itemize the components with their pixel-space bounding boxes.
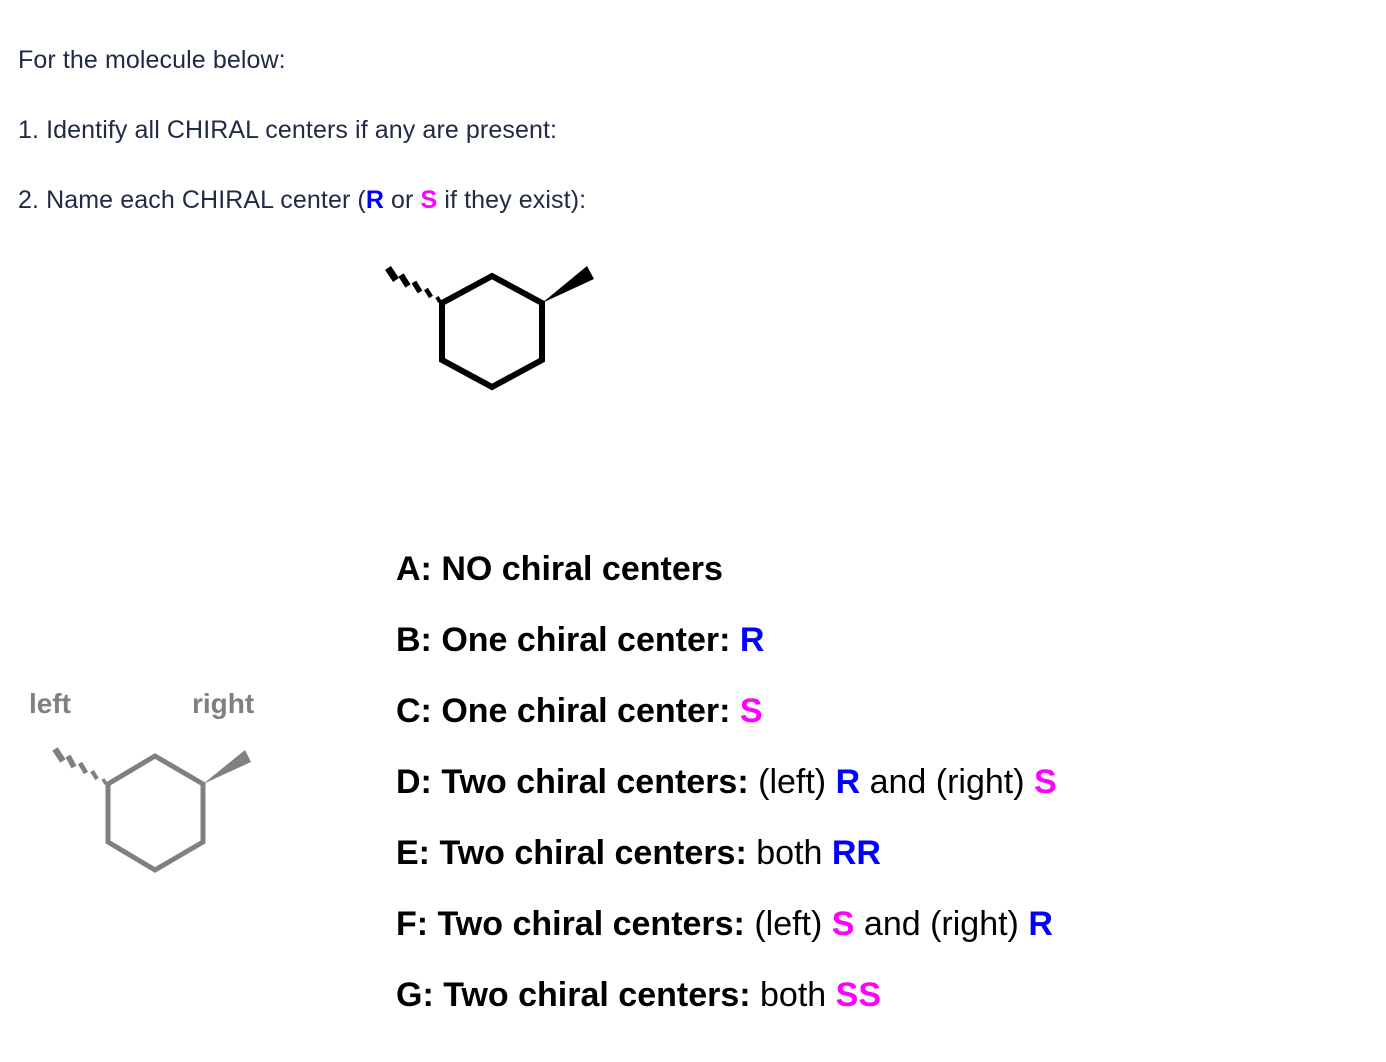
answer-option-b[interactable]: B: One chiral center: R [396,611,1356,682]
answer-option-d-prefix: D: Two chiral centers: [396,763,759,801]
answer-option-e-both-word: both [756,834,832,872]
question-line-2: 1. Identify all CHIRAL centers if any ar… [18,116,558,144]
cyclohexane-structure-main [385,266,594,391]
answer-option-f-prefix: F: Two chiral centers: [396,905,755,943]
question-line-3-text-mid: or [384,186,421,214]
solid-wedge-bond-right-reference [203,750,251,784]
answer-option-a[interactable]: A: NO chiral centers [396,540,1356,611]
r-label-inline: R [365,186,384,214]
answer-option-f-left-word: (left) [754,905,832,943]
hashed-wedge-bond-left [385,266,442,303]
answer-option-d-mid-word: and (right) [860,763,1034,801]
molecule-diagram-main [370,250,620,410]
label-left: left [29,688,71,719]
answer-option-d-left-word: (left) [758,763,836,801]
answer-option-a-prefix: A: NO chiral centers [396,550,723,588]
hashed-wedge-bond-left-reference [52,747,108,785]
molecule-diagram-reference [28,738,278,878]
answer-option-e-tag: RR [831,834,881,872]
question-line-1: For the molecule below: [18,46,286,74]
answer-option-c[interactable]: C: One chiral center: S [396,682,1356,753]
answer-option-g[interactable]: G: Two chiral centers: both SS [396,966,1356,1037]
answer-option-d-tag-left: R [835,763,861,801]
answer-option-f-tag-left: S [831,905,855,943]
answer-options-list: A: NO chiral centers B: One chiral cente… [396,540,1356,1037]
question-block: For the molecule below: 1. Identify all … [18,48,1018,213]
answer-option-g-prefix: G: Two chiral centers: [396,976,761,1014]
question-line-3: 2. Name each CHIRAL center (R or S if th… [18,188,1018,213]
answer-option-c-tag: S [739,692,763,730]
answer-option-d-tag-right: S [1034,763,1057,801]
reference-labels: left right [18,688,318,728]
answer-option-d[interactable]: D: Two chiral centers: (left) R and (rig… [396,753,1356,824]
question-line-3-text-b: if they exist): [437,186,587,214]
answer-option-g-both-word: both [760,976,836,1014]
cyclohexane-ring-main [439,272,545,391]
answer-option-b-tag: R [739,621,765,659]
answer-option-c-prefix: C: One chiral center: [396,692,740,730]
answer-option-g-tag: SS [835,976,881,1014]
answer-option-b-prefix: B: One chiral center: [396,621,740,659]
answer-option-e-prefix: E: Two chiral centers: [396,834,757,872]
answer-option-e[interactable]: E: Two chiral centers: both RR [396,824,1356,895]
label-right: right [192,688,255,719]
cyclohexane-ring-reference [105,753,206,873]
answer-option-f-tag-right: R [1028,905,1053,943]
cyclohexane-structure-reference [52,747,251,873]
answer-option-f[interactable]: F: Two chiral centers: (left) S and (rig… [396,895,1356,966]
solid-wedge-bond-right [542,266,594,303]
s-label-inline: S [420,186,438,214]
molecule-reference-block: left right [18,688,318,888]
answer-option-f-mid-word: and (right) [854,905,1029,943]
question-line-3-text-a: 2. Name each CHIRAL center ( [18,186,366,214]
